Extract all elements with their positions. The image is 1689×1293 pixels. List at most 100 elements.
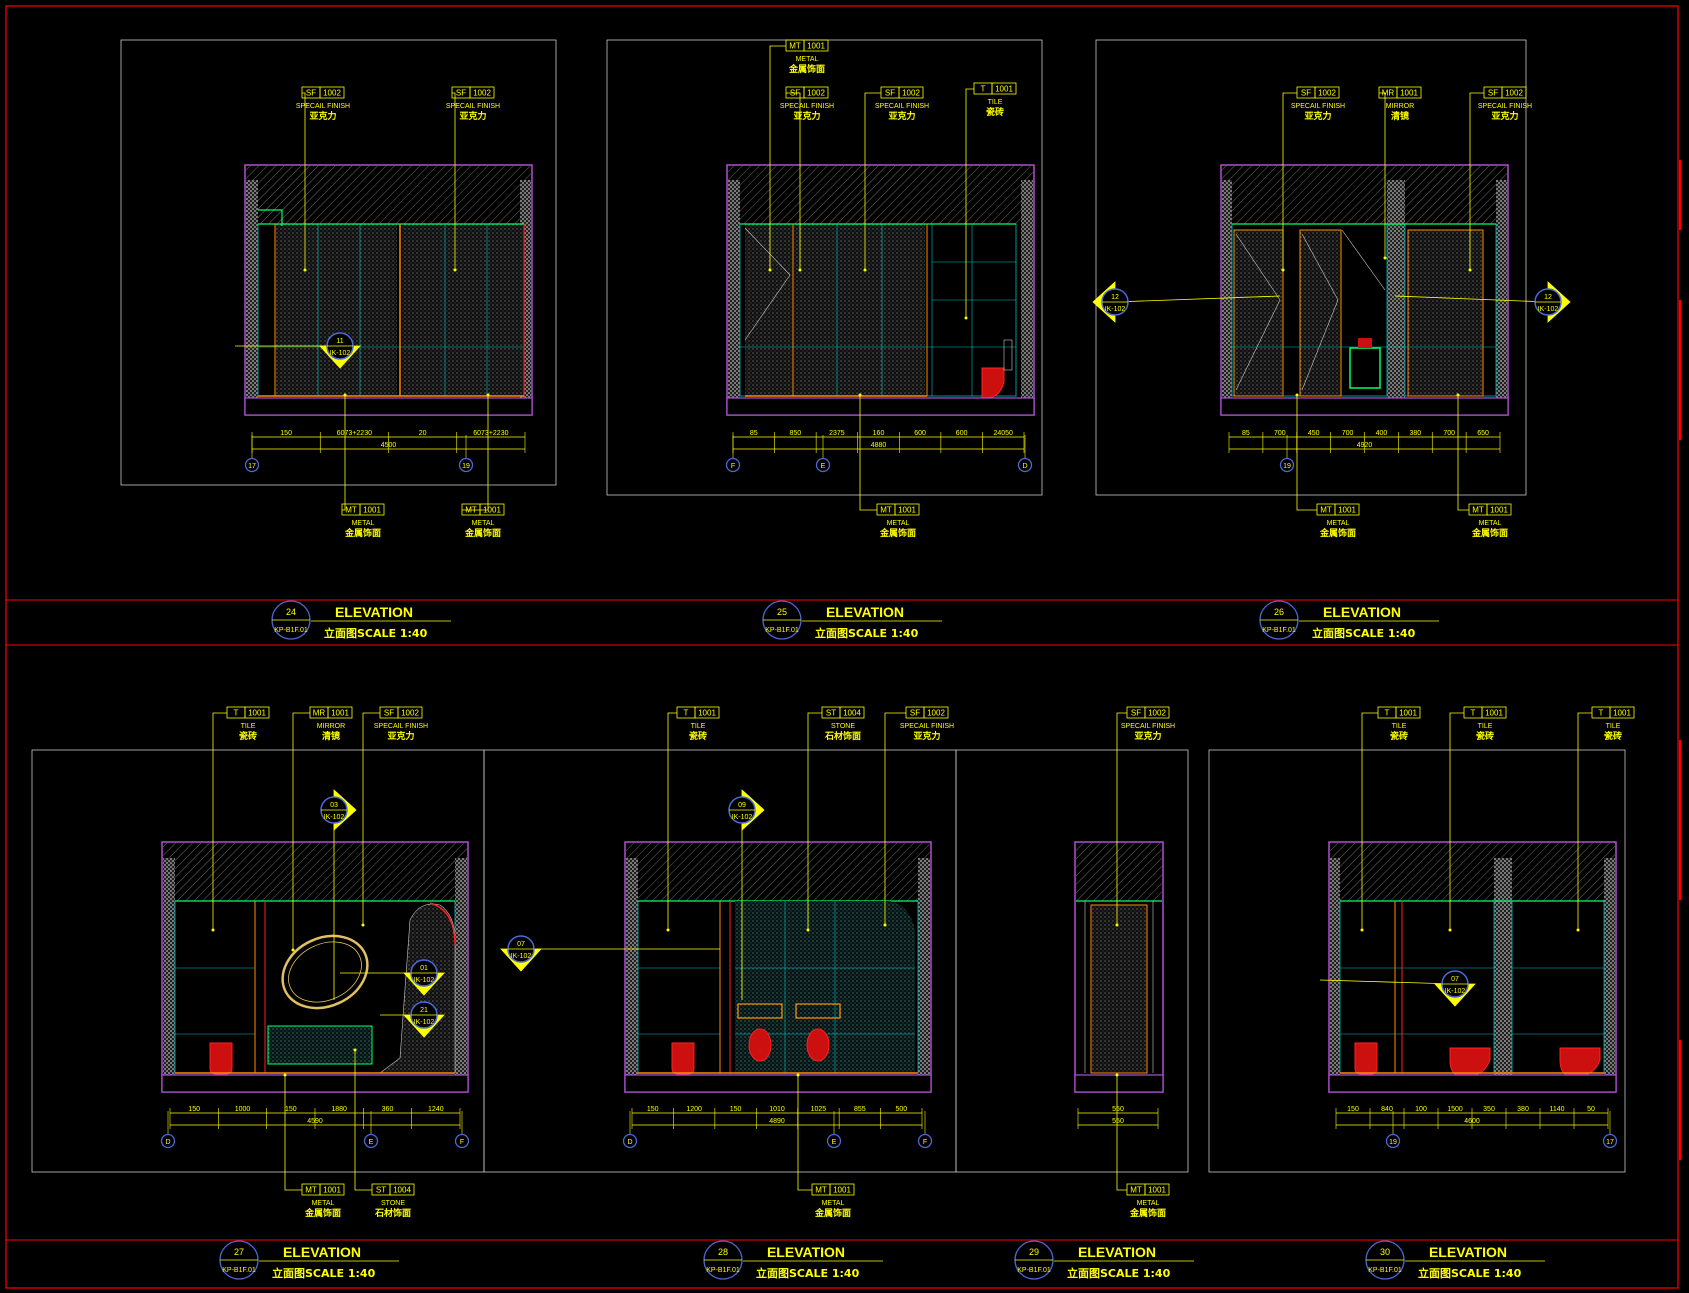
leader-dot (806, 928, 810, 932)
dimension-value: 700 (1342, 430, 1354, 437)
tag-english: SPECAIL FINISH (446, 103, 500, 110)
tag-english: SPECAIL FINISH (900, 723, 954, 730)
leader-dot (1295, 393, 1299, 397)
dimension-value: 6073+2230 (337, 430, 372, 437)
dimension-value: 150 (280, 430, 292, 437)
leader-line (302, 92, 306, 270)
tag-english: METAL (822, 1200, 845, 1207)
title-number: 27 (234, 1247, 244, 1257)
grid-bubble-label: 17 (1606, 1139, 1614, 1146)
tag-chinese: 亚克力 (1134, 730, 1161, 742)
tag-code: MT (1320, 506, 1332, 515)
tag-code: T (1385, 709, 1390, 718)
dimension-value: 150 (285, 1106, 297, 1113)
tag-chinese: 亚克力 (793, 110, 820, 122)
dimension-value: 500 (895, 1106, 907, 1113)
marker-sheet-ref: IK-102 (414, 977, 435, 984)
leader-line (362, 712, 380, 925)
tag-english: TILE (241, 723, 256, 730)
grid-bubble-19: 19 (1279, 435, 1295, 473)
elevation-scale: 立面图SCALE 1:40 (272, 1266, 376, 1280)
viewport-frames (31, 39, 1626, 1173)
title-number: 24 (286, 607, 296, 617)
marker-number: 09 (738, 802, 746, 809)
leader-dot (453, 268, 457, 272)
leader-line (884, 712, 906, 925)
tag-chinese: 金属饰面 (879, 527, 916, 539)
tag-english: METAL (1137, 1200, 1160, 1207)
tag-number: 1001 (807, 42, 825, 51)
dimension-value: 450 (1308, 430, 1320, 437)
dimension-value: 1200 (686, 1106, 702, 1113)
leader-line (1282, 92, 1297, 270)
title-number: 28 (718, 1247, 728, 1257)
dimension-value: 840 (1381, 1106, 1393, 1113)
dimension-value: 550 (1112, 1106, 1124, 1113)
tag-chinese: 金属饰面 (304, 1207, 341, 1219)
grid-bubble-E: E (826, 1111, 842, 1149)
leader-line (807, 712, 822, 930)
grid-bubble-label: E (832, 1139, 837, 1146)
dimension-value: 150 (730, 1106, 742, 1113)
dimension-value: 350 (1483, 1106, 1495, 1113)
tag-number: 1001 (1490, 506, 1508, 515)
grid-bubble-E: E (363, 1111, 379, 1149)
tag-number: 1002 (1505, 89, 1523, 98)
tag-english: MIRROR (1386, 103, 1414, 110)
title-number: 30 (1380, 1247, 1390, 1257)
leader-line (1116, 712, 1127, 925)
grid-bubble-17: 17 (1602, 1111, 1618, 1149)
tag-code: SF (456, 89, 466, 98)
dimension-value: 380 (1409, 430, 1421, 437)
marker-sheet-ref: IK-102 (732, 814, 753, 821)
elevation-26 (1220, 164, 1509, 416)
tag-english: SPECAIL FINISH (1478, 103, 1532, 110)
tag-english: TILE (988, 99, 1003, 106)
grid-bubble-F: F (454, 1111, 470, 1149)
title-sheet-ref: KP-B1F.01 (274, 627, 308, 634)
tag-code: MT (789, 42, 801, 51)
leader-dot (768, 268, 772, 272)
tag-chinese: 瓷砖 (986, 106, 1004, 118)
tag-number: 1001 (698, 709, 716, 718)
leader-dot (666, 928, 670, 932)
tag-chinese: 瓷砖 (1390, 730, 1408, 742)
leader-line (212, 712, 227, 930)
title-number: 29 (1029, 1247, 1039, 1257)
title-sheet-ref: KP-B1F.01 (1017, 1267, 1051, 1274)
tag-chinese: 金属饰面 (344, 527, 381, 539)
marker-sheet-ref: IK-102 (1538, 306, 1559, 313)
tag-chinese: 金属饰面 (1129, 1207, 1166, 1219)
tag-chinese: 清镜 (322, 730, 340, 742)
tag-english: SPECAIL FINISH (296, 103, 350, 110)
dimension-value: 1500 (1447, 1106, 1463, 1113)
leader-line (1577, 712, 1592, 930)
tag-chinese: 亚克力 (387, 730, 414, 742)
elevation-24 (244, 164, 533, 416)
tag-number: 1002 (902, 89, 920, 98)
marker-number: 12 (1111, 294, 1119, 301)
tag-english: SPECAIL FINISH (780, 103, 834, 110)
marker-sheet-ref: IK-102 (330, 350, 351, 357)
tag-number: 1001 (1148, 1186, 1166, 1195)
